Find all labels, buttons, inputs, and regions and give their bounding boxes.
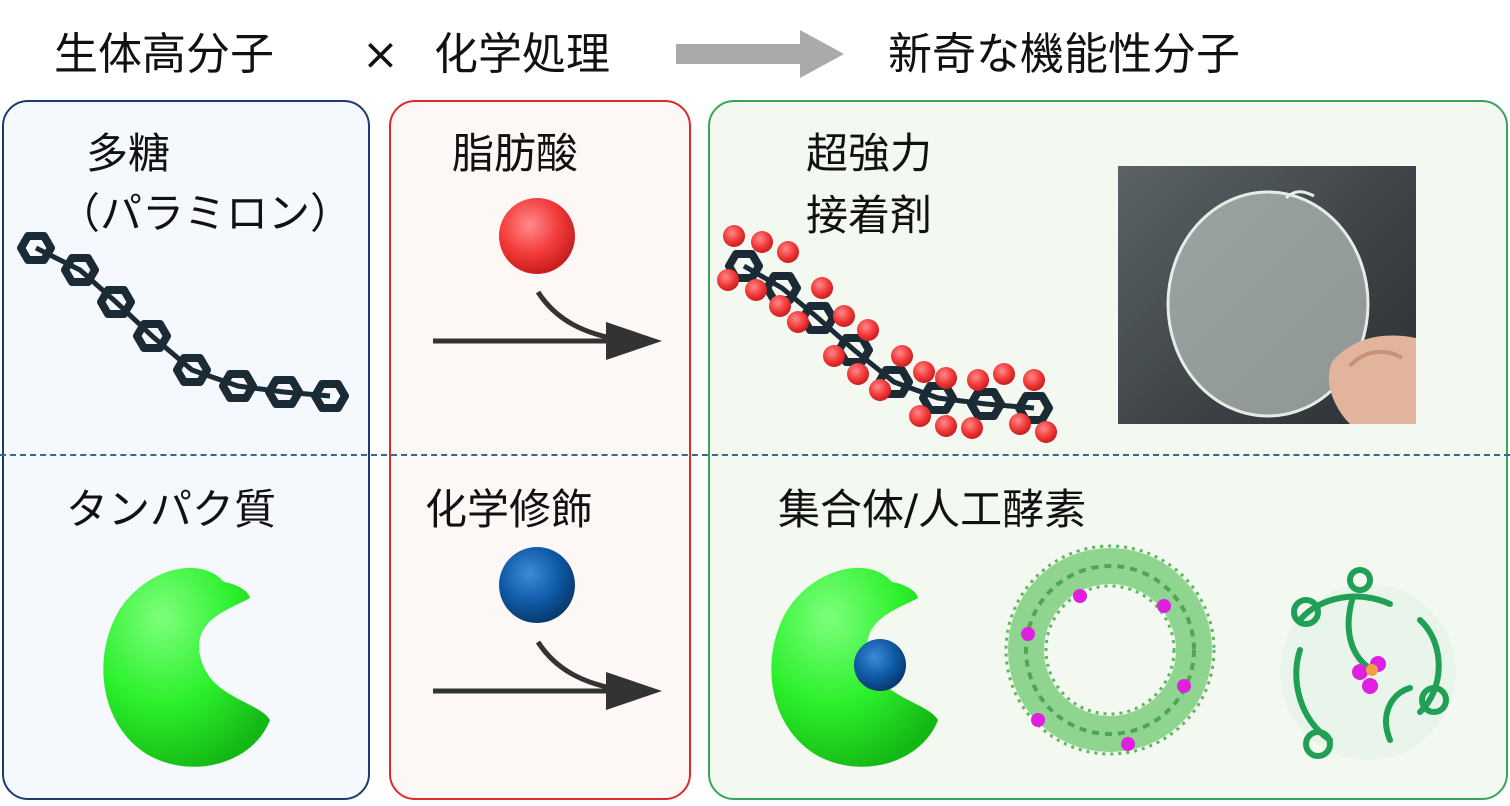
chemical-modification-label: 化学修飾 (425, 485, 594, 534)
assembly-enzyme-label: 集合体/人工酵素 (778, 485, 1087, 534)
header-biopolymer: 生体高分子 (54, 29, 274, 80)
header-functional-molecule: 新奇な機能性分子 (888, 29, 1240, 80)
polysaccharide-label: 多糖 (86, 129, 171, 178)
header-chemical-treatment: 化学処理 (434, 29, 610, 80)
adhesive-label-line1: 超強力 (806, 129, 933, 178)
paramylon-label: （パラミロン） (58, 189, 353, 238)
film-icon (1166, 190, 1416, 424)
header-arrow-icon (676, 30, 844, 78)
adhesive-label-line2: 接着剤 (806, 191, 933, 240)
divider-line (0, 454, 1510, 456)
fatty-acid-label: 脂肪酸 (452, 129, 579, 178)
adhesive-film-photo (1118, 166, 1416, 424)
protein-label: タンパク質 (66, 485, 277, 534)
header-times: × (362, 29, 399, 80)
